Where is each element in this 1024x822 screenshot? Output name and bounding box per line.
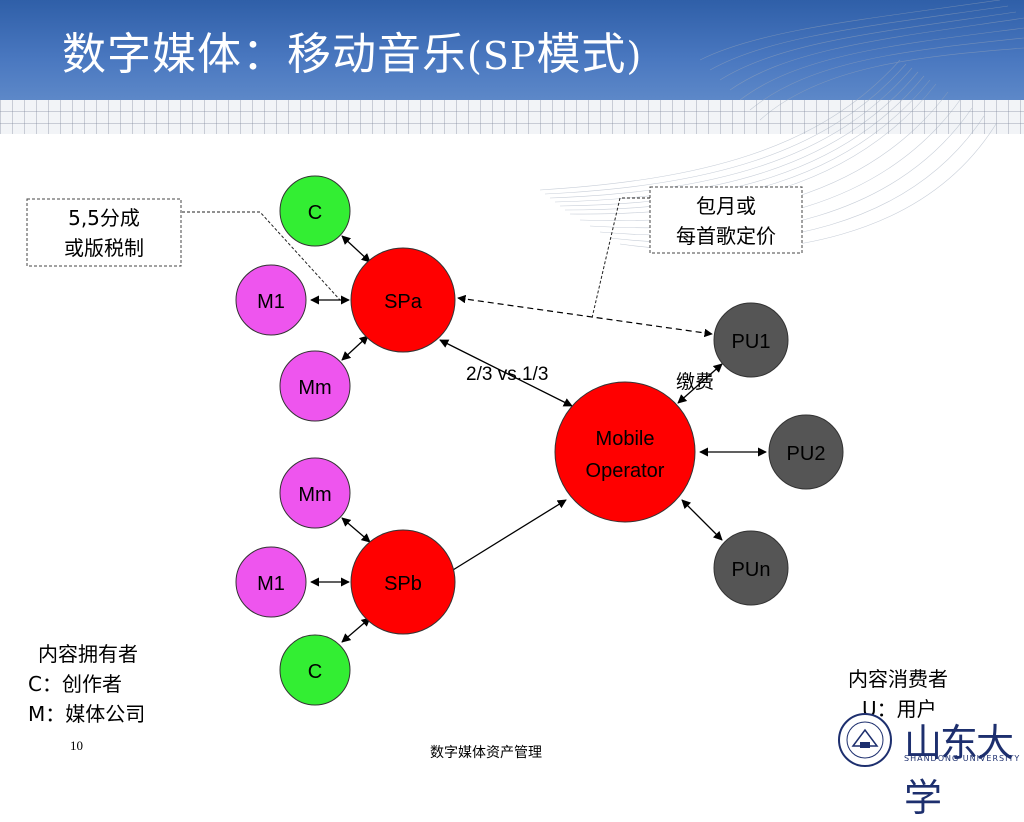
edge-spb-operator bbox=[439, 499, 567, 579]
node-pu2-label: PU2 bbox=[787, 443, 826, 465]
node-c-top-label: C bbox=[308, 202, 322, 224]
node-mobile-operator-label-2: Operator bbox=[586, 460, 665, 482]
edge-operator-pun bbox=[681, 499, 723, 541]
node-m1-top: M1 bbox=[235, 264, 307, 336]
edge-spa-pu1 bbox=[457, 294, 713, 338]
node-m1-bottom: M1 bbox=[235, 546, 307, 618]
university-seal-icon bbox=[838, 713, 892, 767]
legend-content-owner: 内容拥有者 C：创作者 M：媒体公司 bbox=[28, 639, 145, 729]
node-spb: SPb bbox=[350, 529, 456, 635]
node-c-bottom: C bbox=[279, 634, 351, 706]
ratio-label: 2/3 vs.1/3 bbox=[466, 364, 548, 385]
university-logo-calligraphy: 山东大学 bbox=[904, 721, 1014, 820]
title-part-3: 模式 bbox=[536, 29, 627, 80]
node-mobile-operator-label-1: Mobile bbox=[596, 428, 655, 450]
node-mm-bottom: Mm bbox=[279, 457, 351, 529]
legend-owner-heading: 内容拥有者 bbox=[38, 642, 138, 666]
split-callout-box bbox=[26, 198, 182, 267]
pricing-callout-line-2: 每首歌定价 bbox=[676, 224, 776, 248]
edge-mm-spb bbox=[341, 517, 371, 543]
node-spb-label: SPb bbox=[384, 573, 422, 595]
split-callout-line-1: 5,5分成 bbox=[68, 206, 140, 230]
legend-consumer-heading: 内容消费者 bbox=[848, 667, 948, 691]
title-part-4: ) bbox=[626, 34, 643, 78]
legend-owner-c: C：创作者 bbox=[28, 672, 122, 696]
node-mobile-operator: Mobile Operator bbox=[554, 381, 696, 523]
node-pun: PUn bbox=[713, 530, 789, 606]
node-pu2: PU2 bbox=[768, 414, 844, 490]
split-callout-text: 5,5分成 或版税制 bbox=[27, 203, 181, 263]
edge-c-spb bbox=[341, 617, 371, 643]
edge-spa-operator bbox=[439, 339, 573, 407]
split-callout-leader bbox=[182, 211, 341, 301]
node-pu1: PU1 bbox=[713, 302, 789, 378]
pricing-callout-leader bbox=[591, 197, 650, 319]
title-part-1: 数字媒体：移动音乐 bbox=[62, 29, 467, 80]
node-c-top: C bbox=[279, 175, 351, 247]
edge-operator-pu1 bbox=[677, 363, 723, 404]
footer-text: 数字媒体资产管理 bbox=[430, 745, 542, 761]
node-spa-label: SPa bbox=[384, 291, 423, 313]
university-logo-english: SHANDONG UNIVERSITY bbox=[904, 754, 1021, 763]
node-m1-bottom-label: M1 bbox=[257, 573, 285, 595]
node-pu1-label: PU1 bbox=[732, 331, 771, 353]
page-title: 数字媒体：移动音乐(SP模式) bbox=[62, 18, 642, 82]
title-part-2: (SP bbox=[467, 34, 537, 78]
edge-mm-spa bbox=[341, 335, 369, 361]
pricing-callout-line-1: 包月或 bbox=[696, 194, 756, 218]
page-number: 10 bbox=[70, 738, 83, 753]
legend-content-consumer: 内容消费者 U：用户 bbox=[848, 664, 948, 724]
edge-c-spa bbox=[341, 235, 371, 263]
node-m1-top-label: M1 bbox=[257, 291, 285, 313]
pricing-callout-box bbox=[649, 186, 803, 254]
sp-mode-diagram: C M1 Mm SPa Mm M1 C SPb Mobile Operator … bbox=[26, 175, 844, 706]
node-c-bottom-label: C bbox=[308, 661, 322, 683]
node-mm-top: Mm bbox=[279, 350, 351, 422]
pricing-callout-text: 包月或 每首歌定价 bbox=[650, 191, 802, 251]
node-mm-bottom-label: Mm bbox=[298, 484, 331, 506]
node-pun-label: PUn bbox=[732, 559, 771, 581]
split-callout-line-2: 或版税制 bbox=[64, 236, 144, 260]
payment-label: 缴费 bbox=[676, 371, 714, 393]
node-mm-top-label: Mm bbox=[298, 377, 331, 399]
legend-owner-m: M：媒体公司 bbox=[28, 702, 146, 726]
node-spa: SPa bbox=[350, 247, 456, 353]
